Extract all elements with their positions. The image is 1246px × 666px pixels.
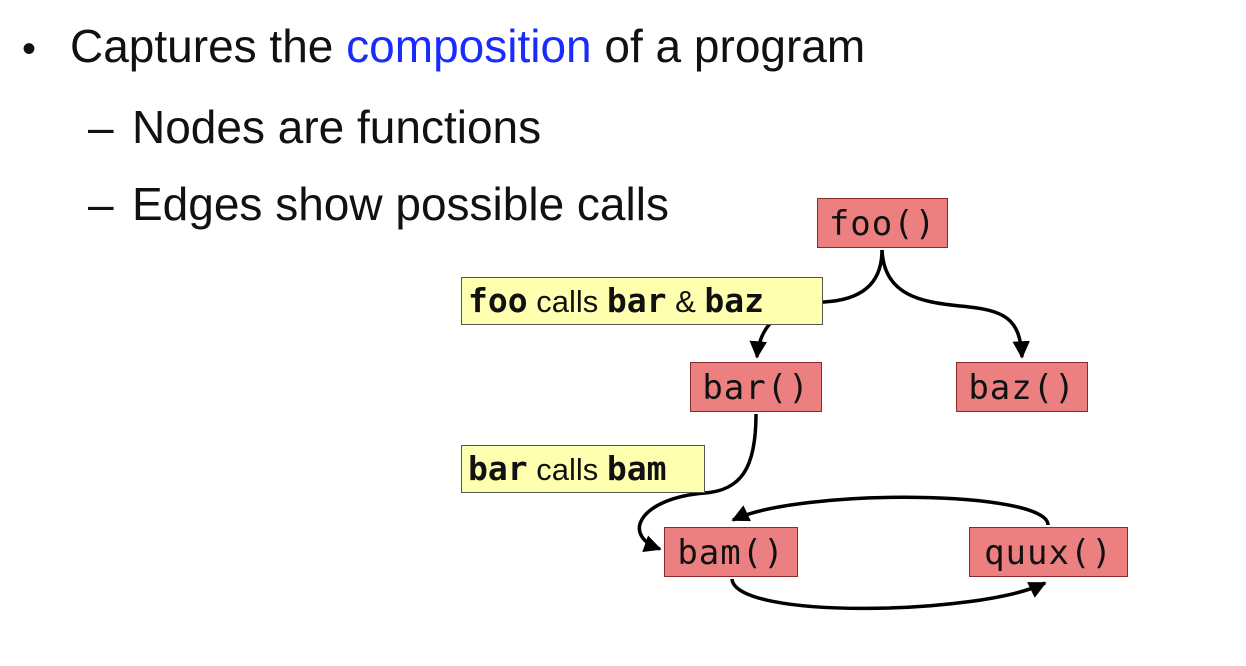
node-baz: baz() [956,362,1088,412]
bullet-main: • Captures the composition of a program [22,14,865,81]
callout-verb: calls [527,452,607,487]
sub-bullet-edges: –Edges show possible calls [88,172,669,236]
sub-bullet-nodes: –Nodes are functions [88,95,541,159]
bullet-marker: • [22,27,37,71]
edge-bam-quux [730,578,1047,611]
callout-foo-calls: foo calls bar & baz [461,277,823,325]
sub-bullet-text: Nodes are functions [132,101,542,153]
callout-callee: baz [704,281,764,320]
edge-foo-baz [880,249,1030,359]
bullet-main-suffix: of a program [591,20,866,72]
callout-callee: bam [606,449,667,488]
bullet-main-prefix: Captures the [70,20,347,72]
node-foo: foo() [817,198,948,248]
callout-caller: bar [468,449,528,488]
callout-verb: calls [527,284,607,319]
sub-bullet-marker: – [88,178,114,230]
node-bar: bar() [690,362,822,412]
callout-bar-calls: bar calls bam [461,445,705,493]
edge-quux-bam [731,495,1050,526]
callout-conjunction: & [666,284,705,319]
node-bam: bam() [664,527,798,577]
callout-caller: foo [468,281,528,320]
sub-bullet-text: Edges show possible calls [132,178,669,230]
edge-bar-bam [637,413,758,553]
node-quux: quux() [969,527,1128,577]
callout-callee: bar [606,281,667,320]
bullet-main-highlight: composition [346,20,592,72]
sub-bullet-marker: – [88,101,114,153]
edge-foo-bar [749,249,884,359]
